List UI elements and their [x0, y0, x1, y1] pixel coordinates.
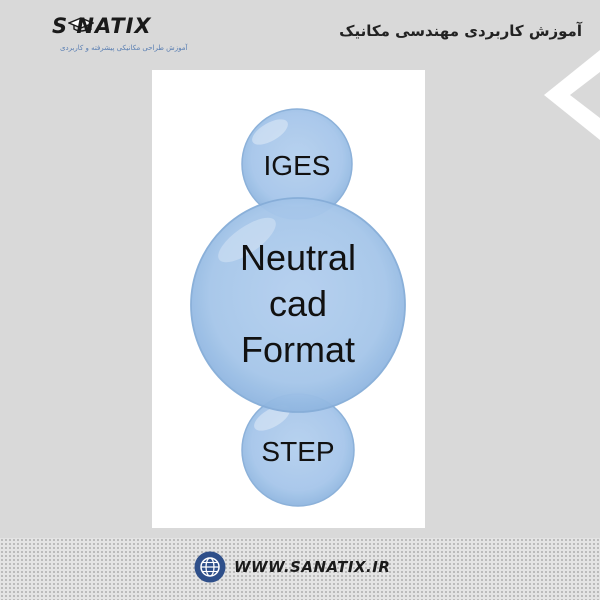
graduation-cap-icon: [68, 17, 94, 32]
center-label-line-3: Format: [241, 329, 355, 370]
iges-bubble: [241, 108, 353, 220]
logo-wordmark: S NATIX: [52, 14, 152, 38]
globe-icon: [194, 551, 226, 583]
dotted-footer-strip: [0, 538, 600, 600]
center-label-line-1: Neutral: [240, 237, 356, 278]
logo-tagline: آموزش طراحی مکانیکی پیشرفته و کاربردی: [60, 44, 188, 52]
neutral-format-diagram: IGES Neutral cad Format STEP: [190, 108, 406, 507]
footer: WWW.SANATIX.IR: [0, 548, 600, 588]
iges-label: IGES: [264, 150, 331, 181]
neutral-cad-format-bubble: [190, 197, 406, 413]
sanatix-logo[interactable]: S NATIX آموزش طراحی مکانیکی پیشرفته و کا…: [52, 14, 187, 58]
website-link[interactable]: WWW.SANATIX.IR: [234, 558, 391, 576]
page-title: آموزش کاربردی مهندسی مکانیک: [339, 22, 582, 40]
diagram-card: IGES Neutral cad Format STEP: [152, 70, 425, 528]
chevron-decoration-icon: [544, 50, 600, 140]
center-label-line-2: cad: [269, 283, 327, 324]
header-bar: S NATIX آموزش طراحی مکانیکی پیشرفته و کا…: [0, 0, 600, 64]
step-label: STEP: [261, 436, 334, 467]
